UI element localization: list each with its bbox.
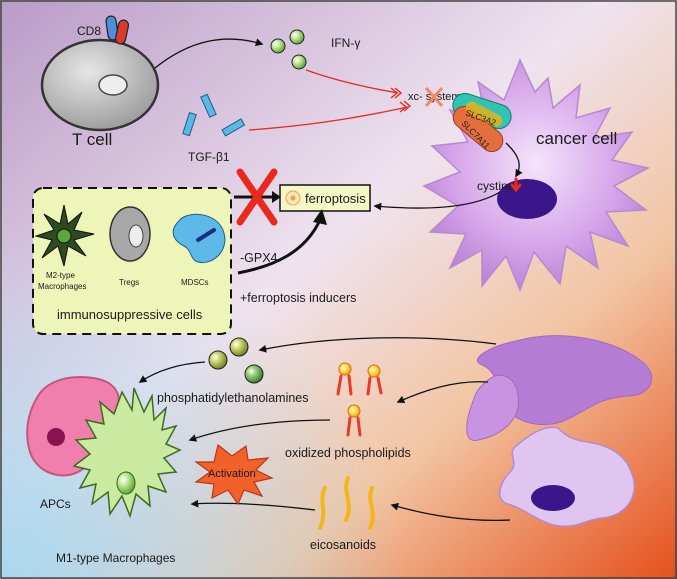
ferroptosis-icon xyxy=(285,190,301,206)
arrow-oxpl-to-macrophage xyxy=(188,419,331,442)
dying-cancer-nucleus xyxy=(531,485,575,511)
inhibit-line-tgf xyxy=(248,106,409,131)
inhibit-head-tgf xyxy=(399,100,412,113)
arrow-to-pe xyxy=(258,337,497,353)
arrow-transporter-to-cystine xyxy=(505,142,523,178)
arrow-to-eicosanoids xyxy=(390,502,511,521)
tgf-beta-molecules xyxy=(182,93,246,137)
eicosanoids-label: eicosanoids xyxy=(310,538,376,552)
dying-cancer-fragment-2 xyxy=(466,374,519,441)
m2-label-line1: M2-type xyxy=(46,271,75,280)
arrow-pe-to-apcs xyxy=(138,361,206,383)
eicosanoid-molecules xyxy=(318,476,375,530)
xc-system-x-mark xyxy=(424,87,444,107)
tgf-beta-label: TGF-β1 xyxy=(188,150,230,164)
arrow-inducers-to-ferroptosis xyxy=(237,219,322,275)
cd8-label: CD8 xyxy=(77,24,101,38)
inhibit-line-ifn xyxy=(305,69,399,94)
dying-cancer-fragment-1 xyxy=(477,335,653,425)
phosphatidylethanolamine-molecules xyxy=(208,337,264,384)
arrow-to-oxpl xyxy=(396,381,489,404)
inhibit-head-ifn xyxy=(390,87,403,99)
arrow-cystine-to-ferroptosis xyxy=(373,191,501,211)
m1-macrophage-nucleus xyxy=(116,471,136,495)
tregs-label: Tregs xyxy=(119,278,139,287)
cancer-cell-nucleus xyxy=(497,179,557,219)
apc-nucleus xyxy=(47,428,65,446)
t-cell-label: T cell xyxy=(72,130,112,149)
ifn-gamma-label: IFN-γ xyxy=(331,36,360,50)
ifn-gamma-molecules xyxy=(270,29,307,70)
blocked-x-icon xyxy=(236,168,278,226)
mdscs-icon xyxy=(172,213,226,264)
cd8-receptor xyxy=(105,15,130,45)
mdscs-label: MDSCs xyxy=(181,278,209,287)
oxpl-label: oxidized phospholipids xyxy=(285,446,411,460)
m1-macrophage xyxy=(72,387,182,519)
m2-label-line2: Macrophages xyxy=(38,282,86,291)
cystine-label: cystine xyxy=(477,179,515,193)
activation-burst xyxy=(194,443,274,506)
activation-label: Activation xyxy=(208,468,256,480)
cystine-down-arrow xyxy=(510,177,522,193)
m2-macrophage-icon xyxy=(34,204,95,267)
minus-gpx4-label: -GPX4 xyxy=(240,251,278,265)
immunosuppressive-title: immunosuppressive cells xyxy=(57,307,203,322)
apcs-label: APCs xyxy=(40,497,71,511)
cancer-cell-label: cancer cell xyxy=(536,129,617,148)
xc-transporter xyxy=(452,92,512,153)
arrow-immuno-to-ferroptosis-head xyxy=(272,191,281,203)
pe-label: phosphatidylethanolamines xyxy=(157,391,309,405)
plus-inducers-label: +ferroptosis inducers xyxy=(240,291,356,305)
oxidized-phospholipid-molecules xyxy=(336,362,383,437)
tregs-icon xyxy=(109,206,151,262)
arrow-eicosanoids-to-macrophage xyxy=(190,499,316,511)
t-cell xyxy=(40,15,160,132)
arrow-tcell-to-ifn xyxy=(154,38,264,69)
arrow-inducers-to-ferroptosis-head xyxy=(313,209,327,225)
m1-label: M1-type Macrophages xyxy=(56,551,175,565)
ferroptosis-label: ferroptosis xyxy=(305,191,366,206)
